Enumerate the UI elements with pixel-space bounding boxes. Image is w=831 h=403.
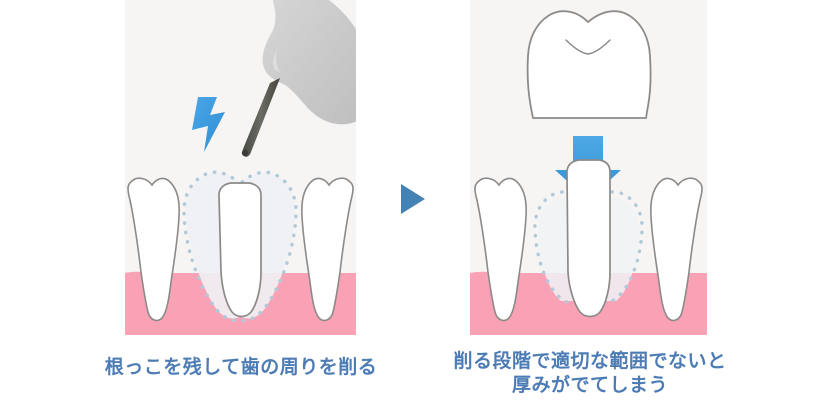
step-1-panel — [125, 0, 356, 335]
step-1-caption: 根っこを残して歯の周りを削る — [104, 356, 378, 378]
step-2-illustration — [470, 0, 707, 335]
step-2-caption: 削る段階で適切な範囲でないと 厚みがでてしまう — [453, 350, 727, 397]
adjacent-tooth-left — [127, 177, 180, 322]
adjacent-tooth-right — [301, 177, 354, 322]
bur-tip — [241, 149, 249, 157]
spark-icon — [192, 97, 225, 152]
handpiece-highlight — [273, 50, 280, 72]
crown-outline-icon — [526, 10, 652, 119]
crown-cusp-groove — [565, 39, 611, 55]
step-1-illustration — [125, 0, 356, 335]
adjacent-tooth-right — [650, 177, 703, 322]
prepared-tooth-stump — [566, 159, 611, 318]
adjacent-tooth-left — [474, 177, 527, 322]
triangle-right-icon — [401, 184, 425, 214]
dental-handpiece-icon — [262, 0, 356, 125]
drill-bur-icon — [242, 78, 280, 157]
step-2-panel — [470, 0, 707, 335]
prepared-tooth-stump — [218, 182, 262, 318]
dotted-tooth-outline — [182, 170, 298, 323]
